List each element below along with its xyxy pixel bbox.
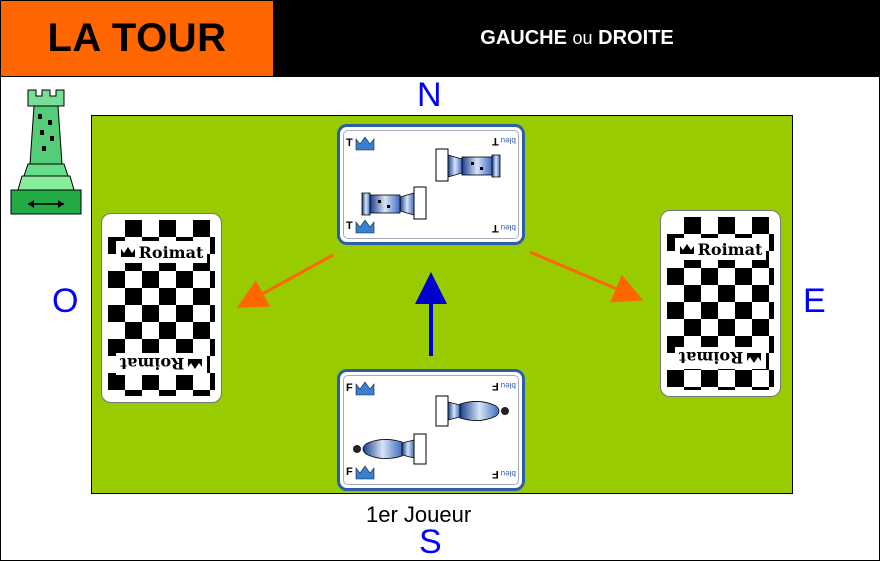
card-west-back[interactable]: Roimat Roimat xyxy=(101,213,222,403)
crown-icon xyxy=(747,353,762,363)
card-inner-border xyxy=(343,375,519,485)
card-brand-text: Roimat xyxy=(678,348,744,368)
card-brand-text: Roimat xyxy=(138,242,204,262)
card-rank: F xyxy=(346,466,353,478)
direction-east: E xyxy=(803,282,826,320)
card-rank: T xyxy=(346,137,353,149)
page-title: LA TOUR xyxy=(47,16,227,60)
card-inner-border xyxy=(343,130,519,239)
first-player-label: 1er Joueur xyxy=(366,502,472,527)
header-title-box: LA TOUR xyxy=(0,0,274,77)
crown-icon xyxy=(679,244,694,254)
card-rank: F xyxy=(346,382,353,394)
card-brand-top: Roimat xyxy=(116,241,207,263)
card-south-face[interactable]: F bleu F F bleu F xyxy=(337,369,525,491)
crown-icon xyxy=(120,247,135,257)
card-corner-bottom-left: T xyxy=(346,218,375,234)
card-corner-bottom-left: F xyxy=(346,464,375,480)
card-brand-top: Roimat xyxy=(675,238,766,260)
card-corner-top-left: T xyxy=(346,135,375,151)
direction-west: O xyxy=(52,282,79,320)
subtitle-right: DROITE xyxy=(598,27,674,49)
crown-icon xyxy=(355,465,375,480)
double-arrow-icon xyxy=(28,200,64,208)
bishop-piece-icon xyxy=(353,395,509,465)
page-subtitle: GAUCHE ou DROITE xyxy=(480,27,673,50)
card-brand-text: Roimat xyxy=(697,239,763,259)
crown-icon xyxy=(355,381,375,396)
card-rank: T xyxy=(346,220,353,232)
crown-icon xyxy=(355,219,375,234)
subtitle-or: ou xyxy=(572,28,593,48)
tower-icon xyxy=(10,89,82,215)
card-brand-text: Roimat xyxy=(119,354,185,374)
direction-north: N xyxy=(417,76,442,114)
card-east-back[interactable]: Roimat Roimat xyxy=(660,210,781,397)
direction-south: S xyxy=(419,523,442,561)
subtitle-left: GAUCHE xyxy=(480,27,567,49)
crown-icon xyxy=(355,136,375,151)
crown-icon xyxy=(188,359,203,369)
card-corner-top-left: F xyxy=(346,380,375,396)
card-brand-bottom: Roimat xyxy=(116,353,207,375)
card-brand-bottom: Roimat xyxy=(675,347,766,369)
card-north-face[interactable]: T bleu T T bleu T xyxy=(337,124,525,245)
rook-piece-icon xyxy=(361,148,501,220)
header-subtitle-box: GAUCHE ou DROITE xyxy=(274,0,880,77)
